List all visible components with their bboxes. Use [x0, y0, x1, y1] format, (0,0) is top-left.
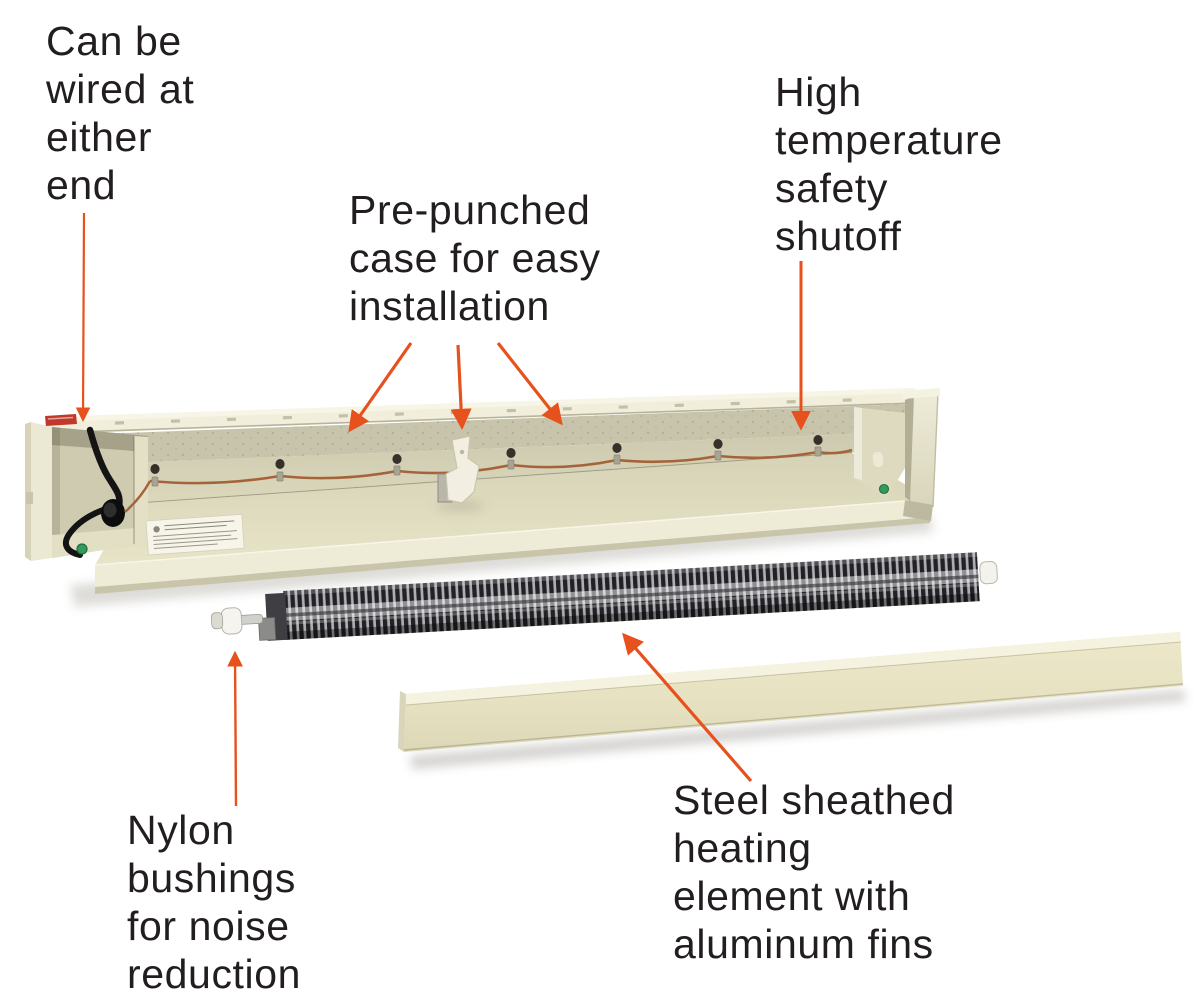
front-rail-under-edge [95, 517, 930, 594]
heater-case [25, 388, 940, 607]
label-steel-element: Steel sheathed heating element with alum… [673, 777, 955, 967]
compartment-partition [134, 436, 148, 544]
sheath-center-line [284, 574, 979, 617]
panel-fold-line [405, 641, 1182, 706]
bracket-shadow [436, 501, 484, 511]
spec-label [145, 513, 245, 556]
warning-label [45, 414, 77, 426]
left-end-outer-edge [25, 422, 31, 561]
panel-top-flange [406, 632, 1181, 705]
panel-bottom-edge [403, 683, 1184, 751]
arrow-steel-element [622, 632, 753, 783]
fin-top-light [282, 552, 978, 596]
rail-edge-line [44, 402, 916, 434]
copper-wire-compartment [124, 480, 152, 513]
left-wall-notch [26, 492, 33, 504]
label-prepunched-case: Pre-punched case for easy installation [349, 187, 601, 329]
power-cable [86, 426, 123, 510]
bracket-hole [459, 449, 465, 455]
arrow-wired-end [75, 212, 91, 423]
compartment-floor [52, 527, 148, 558]
ground-screw-right [878, 483, 890, 495]
case-floor [95, 453, 930, 565]
right-top-cap [903, 388, 940, 399]
front-rail-highlight [94, 498, 931, 566]
warning-label-text-hint [47, 416, 74, 420]
top-rail-fold [45, 388, 915, 422]
annotation-arrows [75, 212, 811, 807]
ground-screw-left [76, 543, 88, 555]
heating-element [210, 552, 998, 641]
element-end-bracket [258, 617, 277, 641]
right-wall-edge [932, 392, 939, 508]
keyhole-slot [872, 451, 884, 468]
arrow-nylon-bushing [227, 650, 244, 807]
label-nylon-bushings: Nylon bushings for noise reduction [127, 807, 302, 997]
panel-face [404, 632, 1183, 752]
bracket-body [445, 435, 480, 504]
sheath-lower-light [284, 583, 979, 625]
element-bottom-shade [285, 593, 980, 640]
compartment-top-shadow [52, 427, 148, 452]
cable-connector-hub [103, 502, 117, 518]
compartment-left-shadow [52, 427, 60, 558]
arrow-prepunched-right [496, 342, 563, 426]
wiring-compartment [62, 426, 152, 558]
right-end-panel-fold [854, 407, 862, 480]
panel-left-edge [398, 691, 406, 752]
knockout-holes [150, 435, 823, 474]
left-end-wall [31, 422, 52, 561]
arrow-prepunched-left [348, 342, 413, 433]
mounting-bracket [436, 435, 484, 511]
arrow-prepunched-mid [450, 344, 472, 430]
label-high-temp-shutoff: High temperature safety shutoff [775, 69, 1003, 259]
case-right-end [854, 388, 940, 521]
panel-shadow [410, 690, 1186, 769]
knockouts-and-wire [149, 435, 853, 487]
nylon-bushing-right [979, 560, 998, 585]
wire-clips [151, 446, 822, 487]
right-base [903, 500, 933, 521]
right-outer-wall [910, 393, 938, 507]
front-bottom-rail [95, 499, 930, 587]
front-cover-panel [398, 632, 1186, 769]
back-wall-lower [100, 432, 906, 504]
terminal-tip [210, 612, 224, 630]
nylon-bushing-left [220, 607, 243, 635]
back-wall-perforations [95, 404, 912, 464]
label-wired-end: Can be wired at either end [46, 18, 195, 208]
